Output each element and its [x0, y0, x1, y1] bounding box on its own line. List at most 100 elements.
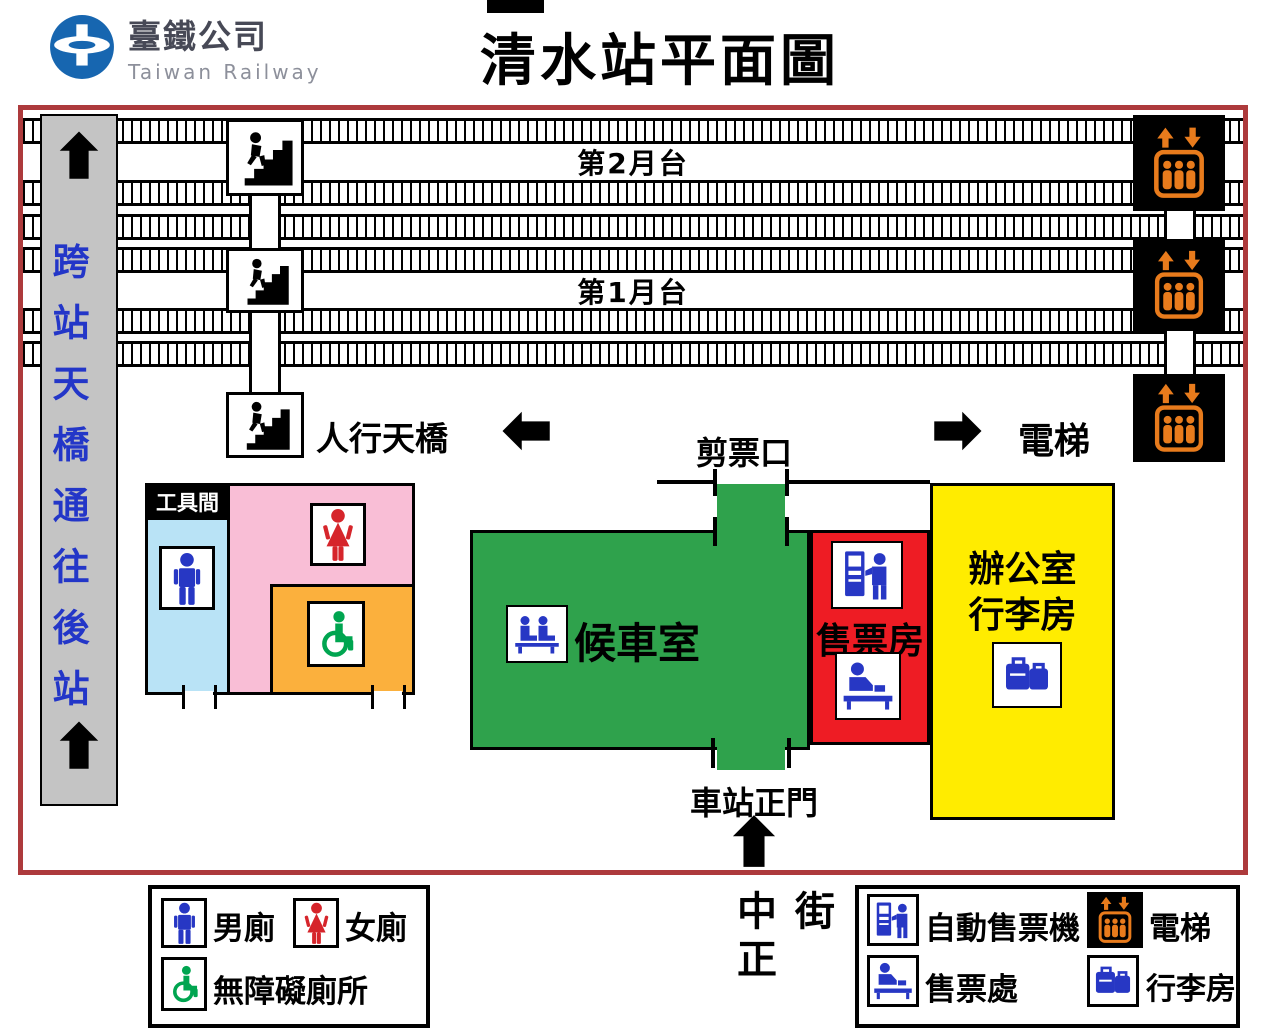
cross-station-footbridge-bar — [40, 114, 118, 806]
tool-room-label: 工具間 — [156, 490, 219, 515]
gate-wall-right — [789, 480, 930, 484]
track-band-5 — [23, 308, 1243, 334]
ticket-counter-icon — [842, 660, 894, 712]
stairs-box-concourse — [226, 392, 304, 458]
legend-male-sign — [161, 898, 207, 948]
door-post — [403, 685, 406, 709]
legend-ticket-counter-label: 售票處 — [925, 972, 1018, 1008]
elevator-icon — [1151, 249, 1207, 321]
legend-accessible-label: 無障礙廁所 — [213, 974, 368, 1010]
stair-corridor — [249, 192, 281, 254]
taiwan-railway-logo: 臺鐵公司 Taiwan Railway — [48, 10, 322, 84]
ticket-gate-label: 剪票口 — [696, 434, 793, 472]
legend-male-label: 男廁 — [213, 911, 275, 947]
legend-ticket-machine-sign — [867, 894, 919, 946]
male-toilet-icon — [170, 552, 204, 605]
street-label: 中正街 — [730, 890, 834, 986]
female-toilet-icon — [303, 902, 330, 944]
legend-luggage-sign — [1087, 955, 1139, 1007]
legend-ticket-machine-label: 自動售票機 — [925, 911, 1080, 947]
legend-elevator-label: 電梯 — [1149, 911, 1211, 947]
ticket-counter-sign — [835, 652, 901, 720]
main-entrance-passage — [717, 744, 785, 770]
elevator-box-platform1 — [1133, 239, 1225, 331]
ticket-counter-icon — [873, 961, 913, 1001]
gate-wall-left — [657, 480, 717, 484]
legend-female-sign — [293, 898, 339, 948]
platform-1-label: 第1月台 — [577, 275, 689, 309]
toilet-door-gap — [374, 691, 402, 697]
elevator-corridor — [1164, 326, 1196, 378]
platform-1-strip: 第1月台 — [23, 273, 1243, 309]
platform-2-strip: 第2月台 — [23, 144, 1243, 180]
up-arrow-icon — [731, 815, 777, 869]
luggage-icon — [1001, 654, 1053, 696]
luggage-icon — [1092, 963, 1134, 999]
entrance-post — [787, 738, 791, 768]
door-post — [371, 685, 374, 709]
up-arrow-icon — [58, 130, 100, 182]
female-toilet-sign — [310, 503, 366, 566]
track-band-4 — [23, 247, 1243, 273]
page-title: 清水站平面圖 — [480, 29, 840, 94]
ticket-machine-sign — [831, 541, 903, 609]
stairs-box-platform1 — [226, 248, 304, 313]
top-black-mark — [487, 0, 544, 13]
elevator-label: 電梯 — [1018, 421, 1091, 462]
waiting-bench-icon — [513, 614, 561, 654]
elevator-box-concourse — [1133, 374, 1225, 462]
gate-post — [785, 517, 789, 546]
track-band-1 — [23, 118, 1243, 144]
legend-female-label: 女廁 — [345, 911, 407, 947]
gate-post — [713, 469, 717, 496]
logo-company-name: 臺鐵公司 — [128, 17, 268, 56]
ticket-machine-icon — [873, 900, 913, 940]
legend-ticket-counter-sign — [867, 955, 919, 1007]
accessible-toilet-sign — [307, 601, 365, 667]
luggage-sign — [992, 642, 1062, 708]
stairs-icon — [236, 129, 294, 187]
office-label-line1: 辦公室 — [968, 549, 1077, 590]
waiting-bench-sign — [506, 605, 568, 663]
accessible-toilet-icon — [312, 610, 360, 658]
stairs-box-platform2 — [226, 119, 304, 196]
waiting-room-label: 候車室 — [574, 619, 701, 668]
elevator-icon — [1096, 896, 1134, 944]
track-band-2 — [23, 180, 1243, 206]
male-toilet-icon — [171, 902, 198, 944]
elevator-corridor — [1164, 205, 1196, 245]
door-post — [182, 685, 185, 709]
male-toilet-sign — [159, 546, 215, 610]
legend-luggage-label: 行李房 — [1146, 972, 1236, 1007]
stair-corridor — [249, 308, 281, 398]
track-band-6 — [23, 341, 1243, 367]
toilet-door-gap — [185, 691, 213, 697]
entrance-post — [711, 738, 715, 768]
stairs-icon — [240, 256, 290, 306]
elevator-icon — [1151, 383, 1207, 453]
elevator-box-platform2 — [1133, 115, 1225, 211]
legend-accessible-sign — [161, 957, 207, 1011]
taiwan-railway-logo-icon — [50, 15, 114, 79]
legend-elevator-sign — [1087, 892, 1143, 948]
right-arrow-icon — [932, 410, 982, 452]
elevator-icon — [1150, 126, 1208, 200]
ticket-machine-icon — [840, 548, 894, 602]
logo-text-block: 臺鐵公司 Taiwan Railway — [128, 10, 322, 84]
platform-2-label: 第2月台 — [577, 147, 689, 180]
office-label-line2: 行李房 — [968, 595, 1077, 636]
accessible-toilet-icon — [165, 964, 203, 1004]
up-arrow-icon — [58, 720, 100, 772]
gate-post — [713, 517, 717, 546]
pedestrian-bridge-label: 人行天橋 — [316, 419, 448, 458]
ticket-gate-passage — [717, 484, 785, 536]
stairs-icon — [239, 399, 291, 451]
logo-company-name-en: Taiwan Railway — [128, 60, 322, 84]
gate-post — [785, 469, 789, 496]
female-toilet-icon — [321, 508, 355, 561]
left-arrow-icon — [502, 410, 552, 452]
track-band-3 — [23, 214, 1243, 240]
facility-legend — [855, 885, 1240, 1028]
waiting-room — [470, 530, 810, 750]
